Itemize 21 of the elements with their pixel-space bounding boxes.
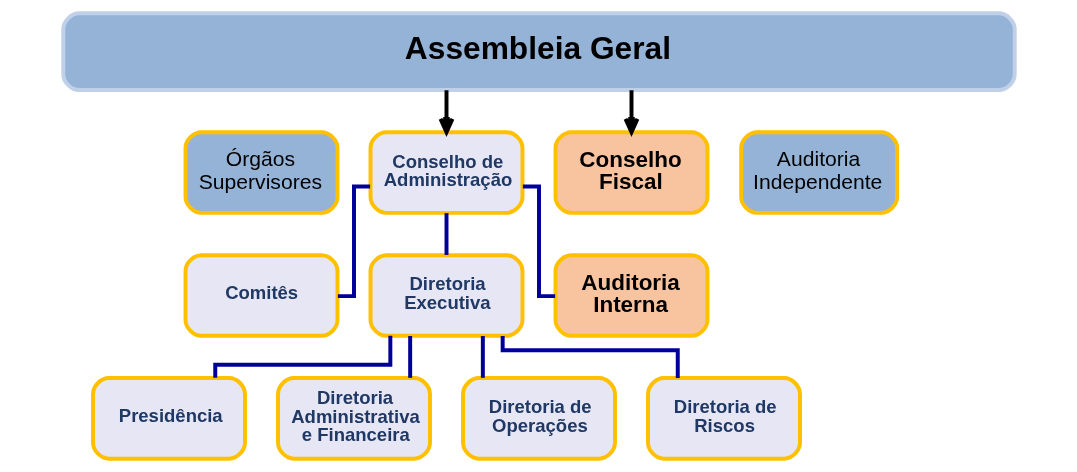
node-box: Diretoria Administrativa e Financeira (275, 376, 432, 461)
node-box: Auditoria Independente (738, 130, 899, 215)
node-box: Diretoria Executiva (368, 253, 524, 338)
arrow (623, 90, 639, 135)
connector (522, 184, 555, 299)
connector (444, 213, 448, 255)
node-box: Conselho Fiscal (553, 130, 709, 215)
node-box: Comitês (183, 253, 339, 338)
arrow (438, 90, 454, 135)
connector (500, 335, 680, 378)
connector (407, 336, 412, 378)
node-box: Auditoria Interna (553, 253, 709, 338)
connector (337, 184, 370, 299)
node-box: Diretoria de Operações (460, 376, 617, 461)
node-box: Diretoria de Riscos (645, 376, 802, 461)
connector (480, 336, 485, 378)
node-box: Presidência (90, 376, 247, 461)
node-box: Órgãos Supervisores (183, 130, 339, 215)
connector (212, 335, 392, 378)
node-box: Assembleia Geral (60, 11, 1017, 92)
node-box: Conselho de Administração (368, 130, 524, 215)
